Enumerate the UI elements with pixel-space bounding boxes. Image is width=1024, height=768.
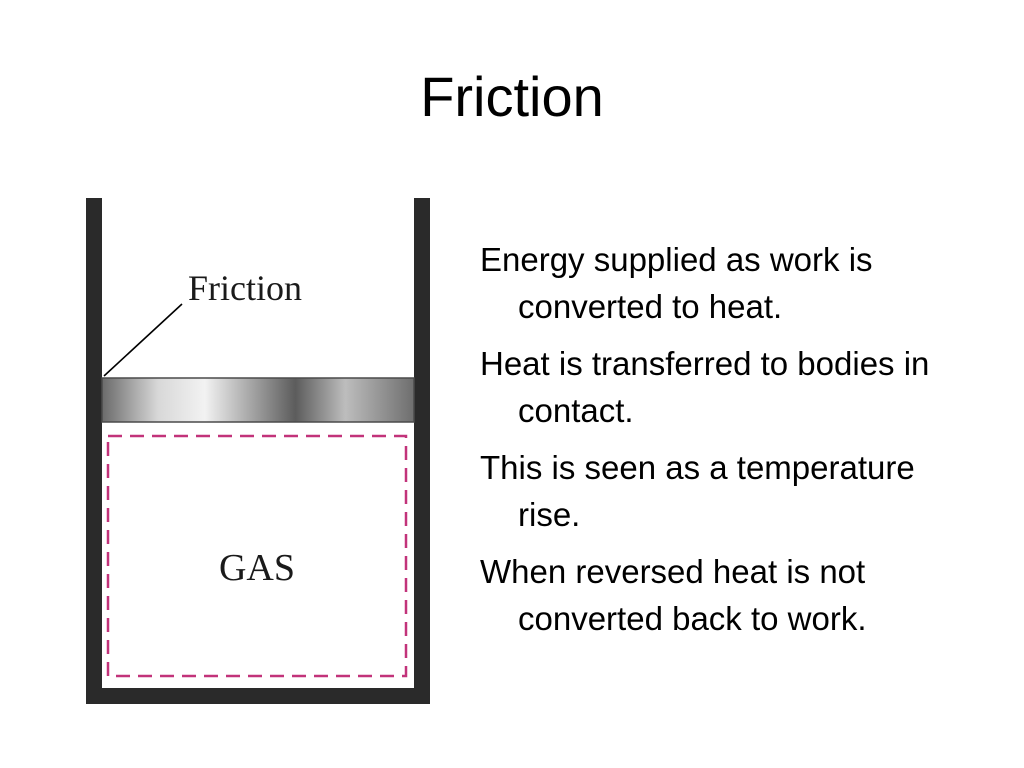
- cylinder-bottom: [86, 688, 430, 704]
- piston-cylinder-svg: Friction GAS: [86, 198, 430, 704]
- cylinder-right-wall: [414, 198, 430, 704]
- bullet-item: Energy supplied as work is converted to …: [480, 241, 873, 325]
- friction-label: Friction: [188, 268, 302, 308]
- friction-leader-line: [103, 303, 183, 377]
- piston-cylinder-figure: Friction GAS: [84, 196, 434, 704]
- piston: [101, 377, 415, 423]
- cylinder-left-wall: [86, 198, 102, 704]
- slide-title: Friction: [420, 65, 604, 128]
- gas-label: GAS: [219, 547, 295, 589]
- bullet-item: Heat is transferred to bodies in contact…: [480, 345, 930, 429]
- bullet-list: Energy supplied as work is converted to …: [480, 236, 980, 652]
- bullet-item: This is seen as a temperature rise.: [480, 449, 915, 533]
- gas-boundary: [106, 434, 408, 678]
- bullet-item: When reversed heat is not converted back…: [480, 553, 867, 637]
